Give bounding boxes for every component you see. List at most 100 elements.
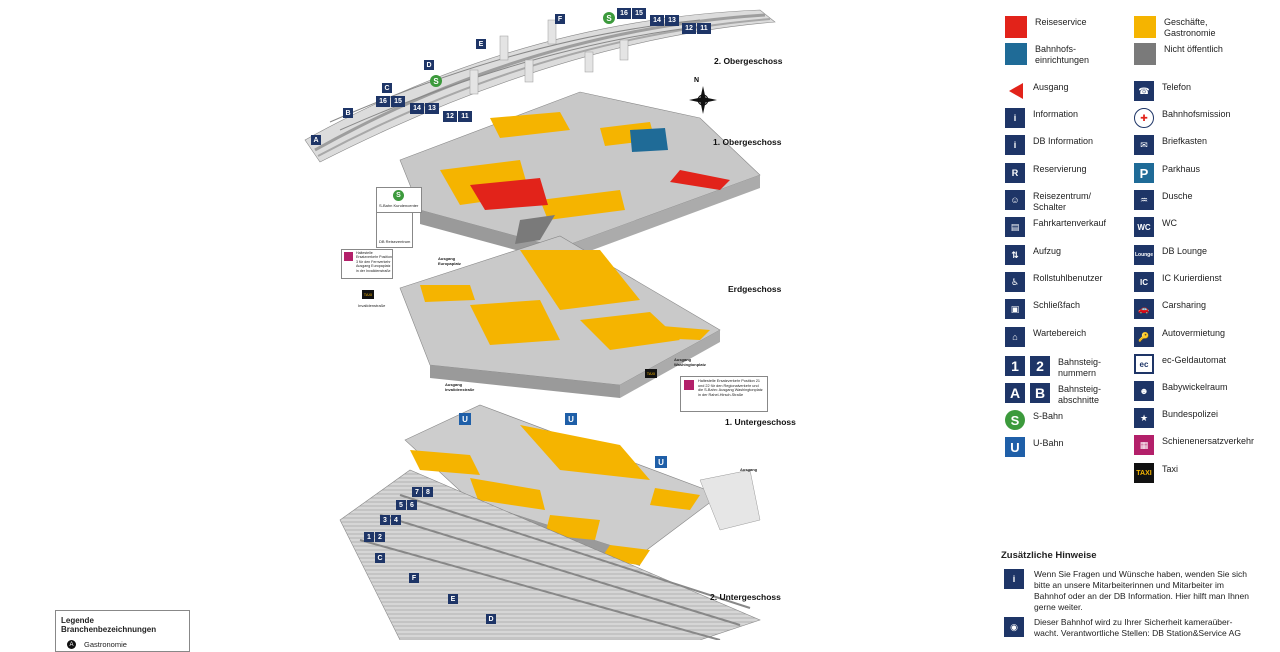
extra-note-text: Dieser Bahnhof wird zu Ihrer Sicherheit …: [1034, 617, 1241, 638]
track-number: 11: [697, 23, 711, 34]
legend-wc: WC WC: [1134, 217, 1262, 237]
sbahn-center-callout: S S-Bahn Kundencenter: [376, 187, 422, 213]
platform-number-icon: 1: [1005, 356, 1025, 376]
level-eg: [399, 235, 721, 398]
legend-label: Bundespolizei: [1162, 409, 1219, 419]
compass-label: N: [694, 77, 699, 84]
track-number: 12: [443, 111, 457, 122]
mailbox-icon: ✉: [1134, 135, 1154, 155]
legend-briefkasten: ✉ Briefkasten: [1134, 135, 1262, 155]
legend-label: Reiseservice: [1035, 17, 1087, 27]
compass-icon: [689, 86, 717, 114]
atm-icon: ec: [1134, 354, 1154, 374]
platform-number-icon: 2: [1030, 356, 1050, 376]
platform-section: D: [424, 60, 434, 70]
track-number: 16: [376, 96, 390, 107]
rail-replacement-bus-icon: [684, 380, 694, 390]
extra-note-info: i Wenn Sie Fragen und Wünsche haben, wen…: [1004, 569, 1254, 613]
legend-label: Bahnsteig- abschnitte: [1058, 384, 1102, 405]
floor-label-og1: 1. Obergeschoss: [713, 137, 782, 147]
legend-taxi: TAXI Taxi: [1134, 463, 1262, 483]
rail-replacement-callout-1: Haltestelle Ersatzverkehr Position 3 für…: [341, 249, 393, 279]
legend-telefon: ☎ Telefon: [1134, 81, 1262, 101]
u-bahn-icon: U: [1005, 437, 1025, 457]
platform-section-icon: A: [1005, 383, 1025, 403]
legend-label: Wartebereich: [1033, 328, 1087, 338]
legend-label: Fahrkartenverkauf: [1033, 218, 1107, 228]
track-number: 13: [665, 15, 679, 26]
legend-label: DB Information: [1033, 136, 1094, 146]
legend-label: Babywickelraum: [1162, 382, 1228, 392]
track-numbers-lower-c: 12 11: [443, 111, 472, 122]
track-number: 6: [407, 500, 417, 510]
sbahn-center-label: S-Bahn Kundencenter: [379, 203, 419, 208]
legend-label: Carsharing: [1162, 300, 1207, 310]
branch-label: Gastronomie: [84, 640, 127, 649]
track-numbers-bottom-c: 3 4: [380, 515, 401, 525]
db-lounge-icon: Lounge: [1134, 245, 1154, 265]
u-bahn-icon: U: [565, 413, 577, 425]
platform-section: C: [382, 83, 392, 93]
legend-bahnsteignummern: 1 2 Bahnsteig- nummern: [1005, 356, 1118, 379]
s-bahn-icon: S: [1005, 410, 1025, 430]
federal-police-icon: ★: [1134, 408, 1154, 428]
legend-db-information: i DB Information: [1005, 135, 1133, 155]
floor-label-ug2: 2. Untergeschoss: [710, 592, 781, 602]
track-numbers-upper: 16 15: [617, 8, 646, 19]
rail-replacement-bus-icon: [344, 252, 353, 261]
facility-swatch: [1005, 43, 1027, 65]
legend-label: IC Kurierdienst: [1162, 273, 1222, 283]
track-number: 14: [650, 15, 664, 26]
legend-label: WC: [1162, 218, 1177, 228]
carsharing-icon: 🚗: [1134, 299, 1154, 319]
legend-label: Aufzug: [1033, 246, 1062, 256]
track-number: 12: [682, 23, 696, 34]
db-information-icon: i: [1005, 135, 1025, 155]
legend-label: Nicht öffentlich: [1164, 44, 1223, 54]
legend-label: Rollstuhlbenutzer: [1033, 273, 1103, 283]
floor-label-eg: Erdgeschoss: [728, 284, 782, 294]
taxi-icon: TAXI: [1134, 463, 1154, 483]
legend-reiseservice: Reiseservice: [1005, 16, 1135, 38]
rail-replacement-text-2: Haltestelle Ersatzverkehr Position 21 un…: [698, 379, 763, 397]
railway-mission-icon: ✚: [1134, 108, 1154, 128]
rail-replacement-bus-icon: ▦: [1134, 435, 1154, 455]
ticket-counter-icon: ☺: [1005, 190, 1025, 210]
s-bahn-icon: S: [603, 12, 615, 24]
track-number: 13: [425, 103, 439, 114]
ic-courier-icon: IC: [1134, 272, 1154, 292]
legend-label: Information: [1033, 109, 1079, 119]
platform-section: B: [343, 108, 353, 118]
branch-code-badge: A: [67, 640, 76, 649]
closed-swatch: [1134, 43, 1156, 65]
legend-fahrkartenverkauf: ▤ Fahrkartenverkauf: [1005, 217, 1133, 237]
track-numbers-lower-b: 14 13: [410, 103, 439, 114]
level-ug2: [339, 469, 761, 640]
platform-section: A: [311, 135, 321, 145]
legend-schliessfach: ▣ Schließfach: [1005, 299, 1133, 319]
legend-label: Parkhaus: [1162, 164, 1201, 174]
exit-label-invalidenstrasse: Ausgang Invalidenstraße: [445, 382, 475, 392]
taxi-icon: TAXI: [362, 290, 374, 299]
camera-icon: ◉: [1004, 617, 1024, 637]
legend-label: Bahnhofs- einrichtungen: [1035, 44, 1090, 65]
legend-label: Taxi: [1162, 464, 1179, 474]
u-bahn-icon: U: [459, 413, 471, 425]
legend-label: Geschäfte, Gastronomie: [1164, 17, 1216, 38]
legend-label: Briefkasten: [1162, 136, 1208, 146]
information-icon: i: [1005, 108, 1025, 128]
floor-label-og2: 2. Obergeschoss: [714, 56, 783, 66]
legend-u-bahn: U U-Bahn: [1005, 437, 1133, 457]
level-og1: [399, 91, 761, 262]
legend-reservierung: R Reservierung: [1005, 163, 1133, 183]
platform-section: E: [448, 594, 458, 604]
wheelchair-icon: ♿: [1005, 272, 1025, 292]
platform-section: E: [476, 39, 486, 49]
track-number: 8: [423, 487, 433, 497]
extra-note-text: Wenn Sie Fragen und Wünsche haben, wende…: [1034, 569, 1249, 612]
track-number: 15: [632, 8, 646, 19]
legend-s-bahn: S S-Bahn: [1005, 410, 1133, 430]
legend-ausgang: Ausgang: [1005, 81, 1133, 101]
taxi-icon: TAXI: [645, 369, 657, 378]
rail-replacement-text-1: Haltestelle Ersatzverkehr Position 3 für…: [356, 251, 392, 273]
